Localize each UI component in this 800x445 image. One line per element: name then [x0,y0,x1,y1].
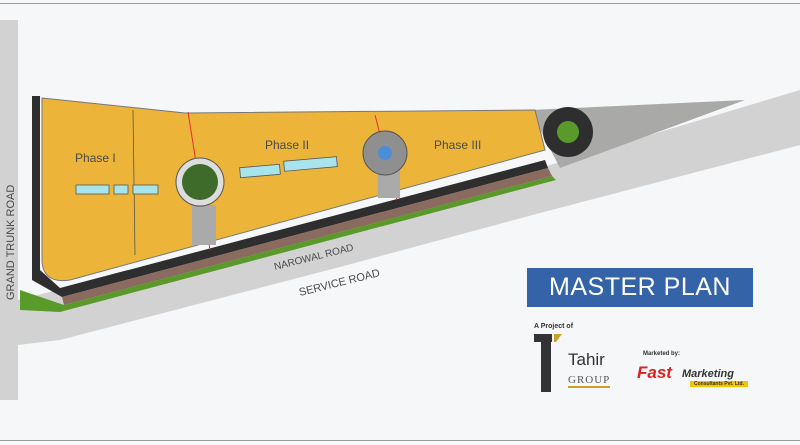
phase-label: Phase I [75,151,116,165]
plaza-walkway [378,168,400,198]
fountain-icon [378,146,392,160]
building-block [132,184,159,195]
footpath [62,168,552,305]
building-block [283,156,338,172]
road-label: GRAND TRUNK ROAD [5,185,17,300]
park-greenery [182,164,218,200]
master-plan-banner: MASTER PLAN [527,268,753,307]
green-verge [20,176,556,312]
plot-area [41,97,546,282]
roundabout-green [557,121,579,143]
image-frame [0,3,800,441]
phase-label: Phase II [265,138,309,152]
phase-label: Phase III [434,138,481,152]
park-walkway [192,205,216,245]
developer-sub: GROUP [568,374,611,388]
marketer-brand-2: Marketing [682,368,734,380]
building-block [239,163,281,179]
project-of-label: A Project of [534,323,574,330]
building-block [75,184,110,195]
phase-divider [132,109,136,256]
marketer-sub: Consultants Pvt. Ltd. [690,381,748,387]
developer-name: Tahir [568,350,605,369]
building-block [113,184,129,195]
marketed-by-label: Marketed by: [643,351,681,357]
marketer-brand: Fast [637,363,672,382]
grand-trunk-road [0,20,18,400]
tahir-logo-icon [534,334,562,392]
